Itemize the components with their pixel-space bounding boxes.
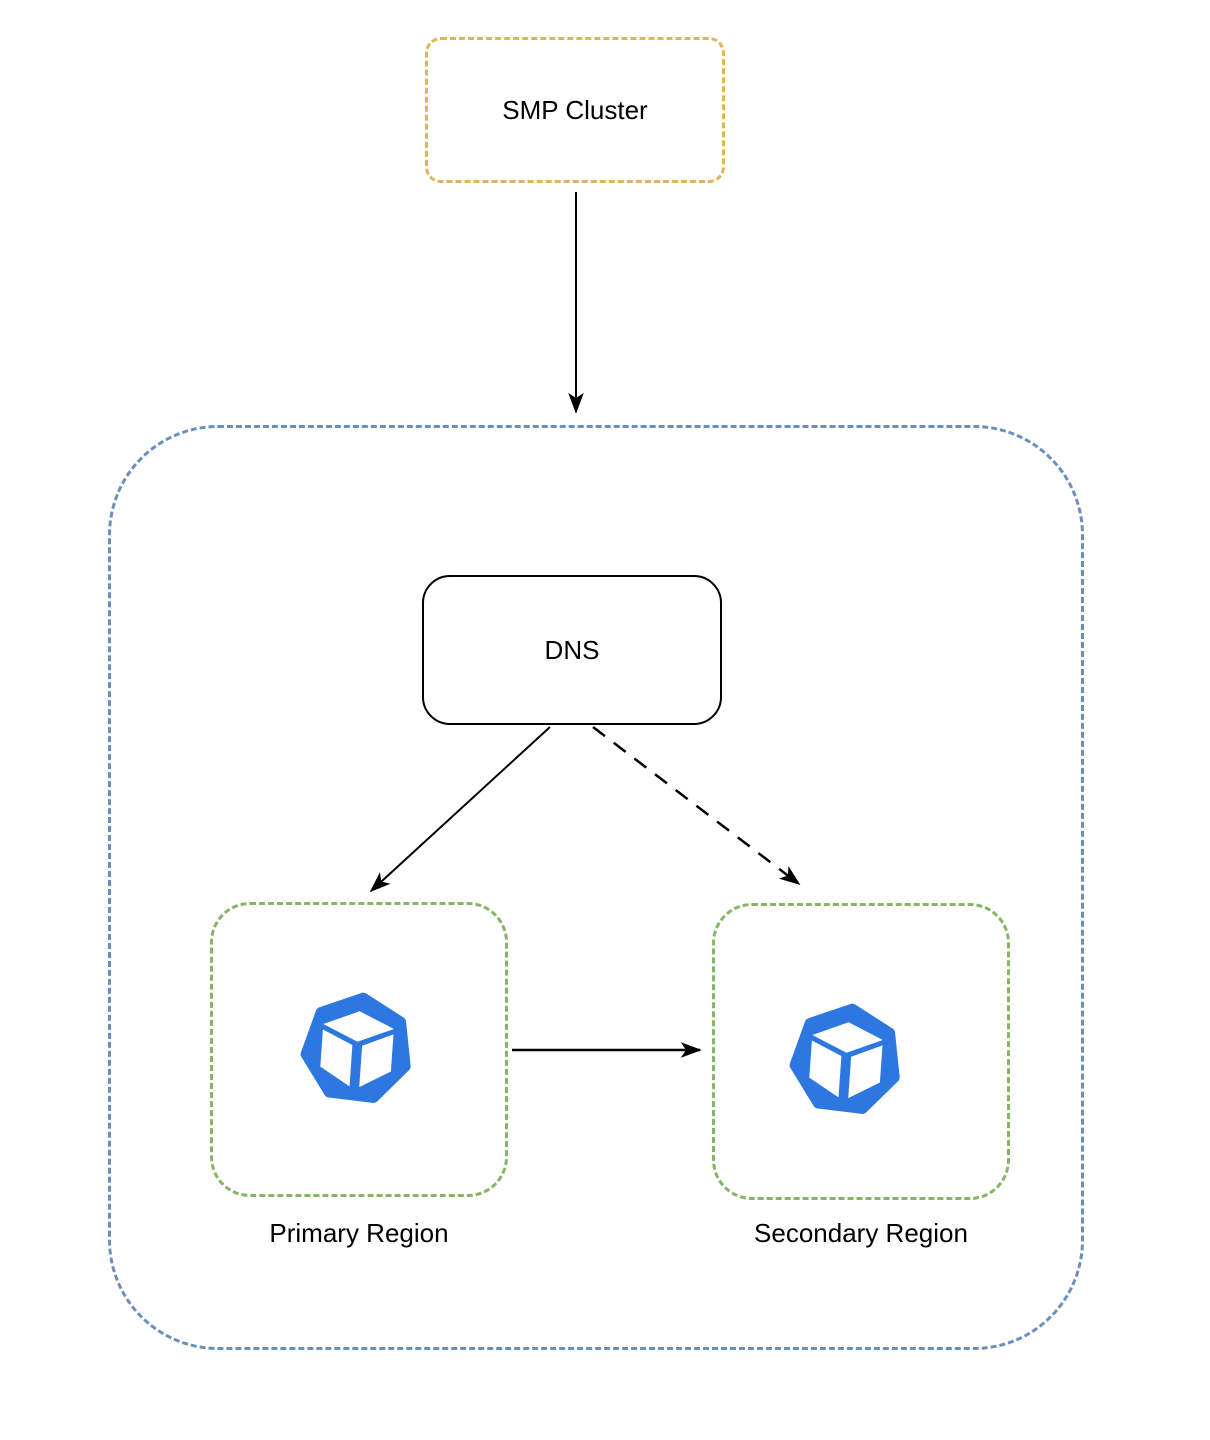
dns-node: DNS (422, 575, 722, 725)
secondary-region-label: Secondary Region (754, 1218, 968, 1248)
smp-cluster-node: SMP Cluster (425, 37, 725, 183)
cube-heptagon-icon (789, 1003, 900, 1114)
dns-label: DNS (544, 634, 600, 665)
secondary-region-box (712, 903, 1010, 1200)
primary-region-box (210, 902, 508, 1197)
primary-region-label: Primary Region (269, 1218, 449, 1248)
smp-cluster-label: SMP Cluster (502, 94, 648, 125)
outer-container-box (108, 425, 1084, 1350)
cube-heptagon-icon (300, 992, 411, 1103)
